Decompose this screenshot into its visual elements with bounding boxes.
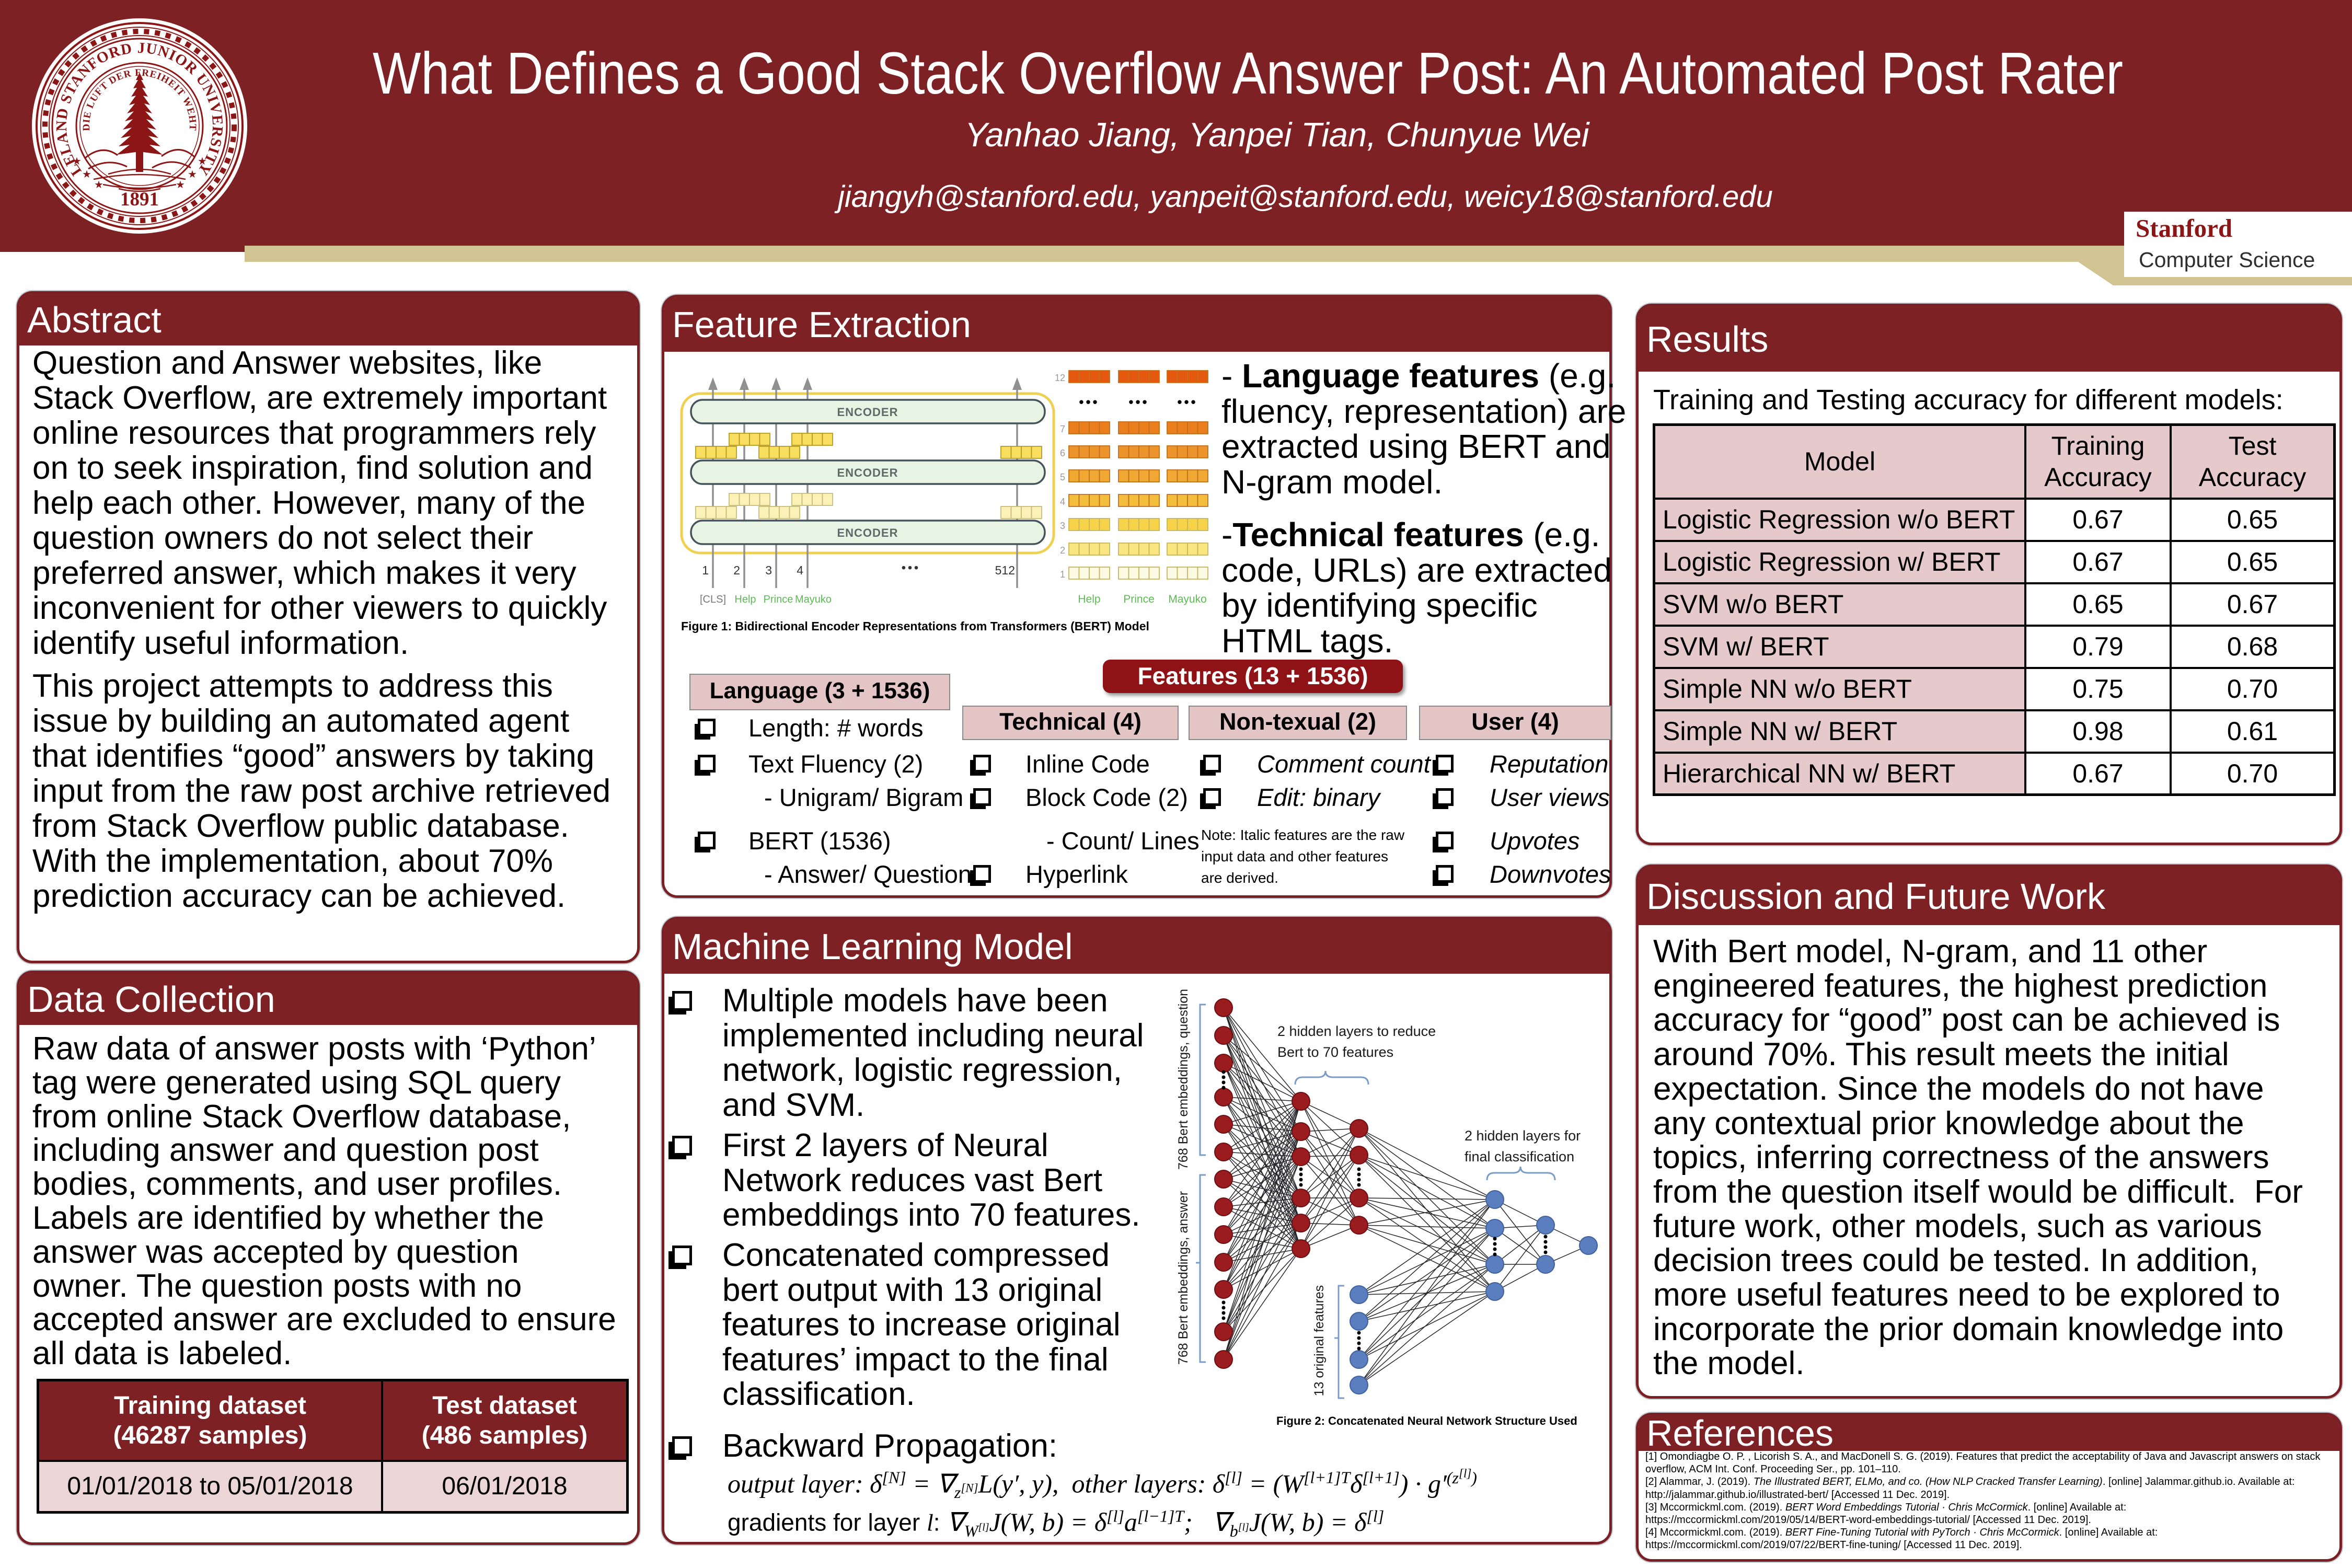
svg-text:3: 3 [1060, 521, 1065, 531]
svg-text:•••: ••• [902, 561, 920, 574]
svg-text:12: 12 [1055, 373, 1065, 383]
svg-text:ENCODER: ENCODER [837, 466, 898, 479]
svg-text:ENCODER: ENCODER [837, 406, 898, 419]
svg-text:•••: ••• [1079, 394, 1099, 410]
svg-text:1: 1 [1060, 569, 1065, 580]
svg-text:[CLS]: [CLS] [700, 594, 726, 605]
svg-text:13 original features: 13 original features [1312, 1285, 1327, 1397]
svg-text:7: 7 [1060, 424, 1065, 434]
svg-text:★: ★ [176, 179, 185, 191]
svg-text:1: 1 [702, 563, 709, 577]
svg-text:3: 3 [765, 563, 772, 577]
svg-text:5: 5 [1060, 472, 1065, 482]
svg-text:★: ★ [94, 179, 103, 191]
svg-text:512: 512 [995, 563, 1015, 577]
svg-text:2: 2 [733, 563, 740, 577]
svg-text:Mayuko: Mayuko [1168, 593, 1207, 605]
svg-text:768 Bert embeddings, answer: 768 Bert embeddings, answer [1176, 1191, 1191, 1365]
svg-text:★: ★ [188, 169, 197, 180]
svg-text:Bert to 70 features: Bert to 70 features [1277, 1044, 1393, 1060]
svg-text:Help: Help [1078, 593, 1100, 605]
svg-text:★: ★ [72, 156, 82, 167]
svg-text:6: 6 [1060, 448, 1065, 458]
svg-text:Figure 2: Concatenated Neural: Figure 2: Concatenated Neural Network St… [1276, 1414, 1577, 1427]
svg-text:•••: ••• [1128, 394, 1149, 410]
svg-text:Mayuko: Mayuko [795, 594, 832, 605]
svg-text:★: ★ [82, 169, 91, 180]
svg-text:2: 2 [1060, 545, 1065, 556]
svg-text:4: 4 [797, 563, 803, 577]
svg-text:2 hidden layers for: 2 hidden layers for [1465, 1128, 1581, 1144]
svg-text:4: 4 [1060, 497, 1065, 507]
svg-text:ENCODER: ENCODER [837, 526, 898, 539]
svg-text:Help: Help [734, 594, 756, 605]
svg-text:•••: ••• [1177, 394, 1197, 410]
svg-text:Prince: Prince [764, 594, 793, 605]
svg-text:768 Bert embeddings, question: 768 Bert embeddings, question [1176, 989, 1191, 1170]
svg-text:final classification: final classification [1465, 1149, 1574, 1165]
svg-text:Prince: Prince [1123, 593, 1155, 605]
svg-text:1891: 1891 [120, 189, 159, 210]
svg-text:2 hidden layers to reduce: 2 hidden layers to reduce [1277, 1023, 1436, 1039]
svg-text:★: ★ [198, 156, 207, 167]
